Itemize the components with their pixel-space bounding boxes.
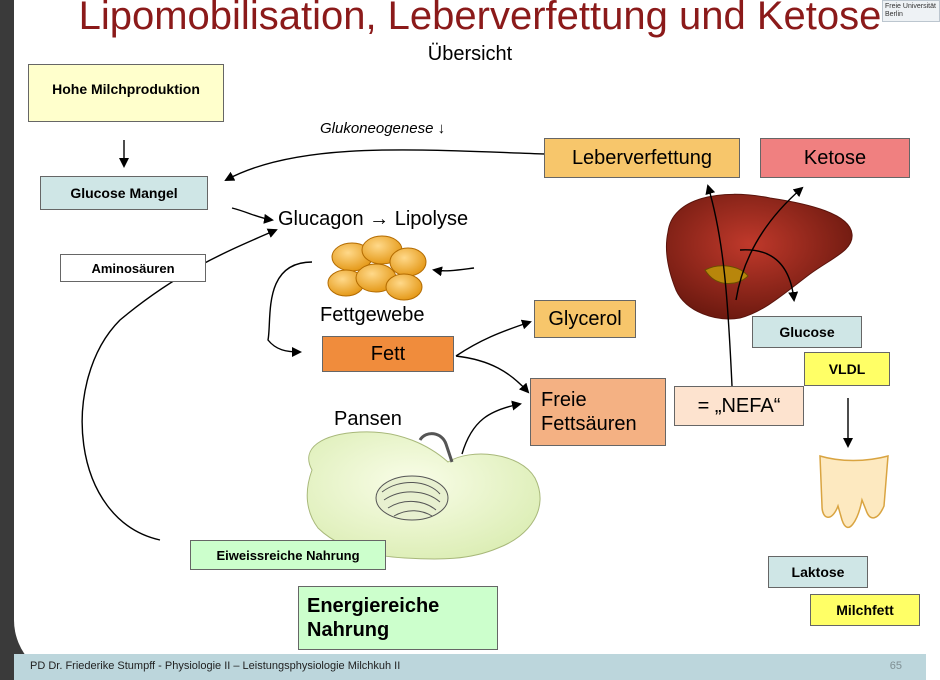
footer-text: PD Dr. Friederike Stumpff - Physiologie … <box>30 660 401 672</box>
page-number: 65 <box>889 660 902 672</box>
rumen-illustration <box>306 431 541 560</box>
box-glycerol: Glycerol <box>534 300 636 338</box>
arrow-eiweiss-to-glucagon <box>81 228 278 541</box>
label-glucagon-lipolyse: Glucagon → Lipolyse <box>278 208 469 230</box>
arrow-fettgewebe-to-fett <box>267 261 313 357</box>
university-logo: Freie Universität Berlin <box>882 0 940 22</box>
label-pansen: Pansen <box>334 408 402 430</box>
arrow-into-fat <box>432 266 475 277</box>
arrow-glucose-to-glucagon <box>231 207 274 224</box>
box-hohe-milchproduktion: Hohe Milchproduktion <box>28 64 224 122</box>
box-energiereiche-nahrung: Energiereiche Nahrung <box>298 586 498 650</box>
box-leberverfettung: Leberverfettung <box>544 138 740 178</box>
arrow-nefa-to-leberverfettung <box>705 184 733 387</box>
arrow-pansen-to-ffa <box>461 400 522 455</box>
box-glucose-mangel: Glucose Mangel <box>40 176 208 210</box>
slide-title: Lipomobilisation, Leberverfettung und Ke… <box>78 0 882 38</box>
box-vldl: VLDL <box>804 352 890 386</box>
liver-illustration <box>665 193 853 320</box>
box-ketose: Ketose <box>760 138 910 178</box>
footer-bar: PD Dr. Friederike Stumpff - Physiologie … <box>14 654 926 680</box>
box-laktose: Laktose <box>768 556 868 588</box>
box-fett: Fett <box>322 336 454 372</box>
label-glukoneogenese: Glukoneogenese ↓ <box>320 120 446 137</box>
box-eiweissreiche-nahrung: Eiweissreiche Nahrung <box>190 540 386 570</box>
udder-illustration <box>819 454 889 529</box>
box-nefa: = „NEFA“ <box>674 386 804 426</box>
box-milchfett: Milchfett <box>810 594 920 626</box>
arrow-nefa-to-ketose <box>735 186 804 301</box>
box-freie-fettsaeuren: Freie Fettsäuren <box>530 378 666 446</box>
arrow-liver-to-glucose <box>739 249 799 302</box>
label-fettgewebe: Fettgewebe <box>320 304 425 326</box>
box-glucose: Glucose <box>752 316 862 348</box>
slide-subtitle: Übersicht <box>427 43 513 65</box>
arrow-fett-to-ffa <box>455 355 530 394</box>
arrow-glukoneogenese <box>224 149 547 181</box>
box-aminosaeuren: Aminosäuren <box>60 254 206 282</box>
arrow-fett-to-glycerol <box>455 319 532 357</box>
fat-cells-illustration <box>327 235 427 301</box>
